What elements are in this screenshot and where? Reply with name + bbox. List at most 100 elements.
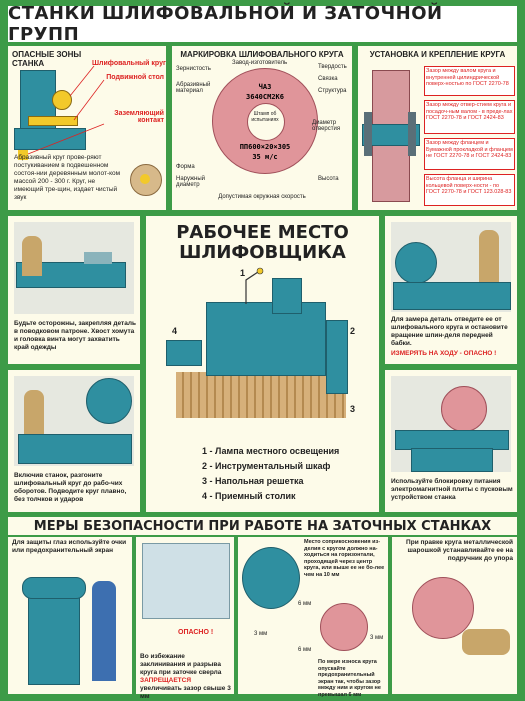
magnetic-plate bbox=[395, 430, 509, 450]
marker-3: 3 bbox=[350, 404, 356, 414]
note-1: Зазор между валом круга и внутренней цил… bbox=[426, 68, 509, 87]
lbl-hardness: Твердость bbox=[318, 64, 347, 70]
screen-text: По мере износа круга опускайте предохран… bbox=[318, 659, 381, 698]
panel-goggles: Для защиты глаз используйте очки или пре… bbox=[8, 537, 132, 694]
panel-danger-zones: ОПАСНЫЕ ЗОНЫ СТАНКА Шлифовальный круг По… bbox=[8, 46, 166, 210]
legend-item: 3 - Напольная решетка bbox=[202, 476, 304, 486]
surface-wheel bbox=[441, 386, 487, 432]
wheel-guard bbox=[86, 378, 132, 424]
tapping-text: Абразивный круг прове-ряют постукиванием… bbox=[14, 154, 121, 201]
panel-drill: ОПАСНО ! Во избежание заклинивания и раз… bbox=[136, 537, 234, 700]
lbl-speed: Допустимая окружная скорость bbox=[218, 194, 306, 200]
start-text: Включив станок, разгоните шлифовальный к… bbox=[14, 472, 127, 503]
note-box-3: Зазор между фланцем и Бумажной прокладко… bbox=[424, 138, 515, 170]
wheel-mark-spec: 3640СМ2К6 bbox=[246, 93, 284, 101]
lbl-height: Высота bbox=[318, 176, 339, 182]
note-box-4: Высота фланца и ширина кольцевой поверх-… bbox=[424, 174, 515, 206]
lbl-bore-diameter: Диаметр отверстия bbox=[312, 120, 341, 132]
hand-with-dresser bbox=[462, 629, 510, 655]
panel-measure: Для замера деталь отведите ее от шлифова… bbox=[385, 216, 517, 364]
workpiece bbox=[84, 252, 112, 264]
lbl-manufacturer: Завод-изготовитель bbox=[232, 60, 288, 66]
lbl-bond: Связка bbox=[318, 76, 338, 82]
wheel-head bbox=[272, 278, 302, 314]
note-3: Зазор между фланцем и Бумажной прокладко… bbox=[426, 140, 513, 159]
panel-workplace: РАБОЧЕЕ МЕСТО ШЛИФОВЩИКА 1 2 3 4 1 - Лам… bbox=[146, 216, 379, 512]
sharpen-wheel bbox=[242, 547, 300, 609]
block-scene bbox=[391, 376, 511, 472]
flange-right bbox=[408, 112, 416, 156]
wheel-hazard-icon bbox=[52, 90, 72, 110]
floor-grating bbox=[176, 372, 346, 418]
wheel-mark-maker: ЧАЗ bbox=[258, 83, 272, 91]
gap-label-4: 6 мм bbox=[298, 647, 312, 653]
sharpening-heading: МЕРЫ БЕЗОПАСНОСТИ ПРИ РАБОТЕ НА ЗАТОЧНЫХ… bbox=[8, 517, 517, 535]
gap-label-3: 3 мм bbox=[370, 635, 384, 641]
operator-figure bbox=[24, 390, 44, 434]
poster-title: СТАНКИ ШЛИФОВАЛЬНОЙ И ЗАТОЧНОЙ ГРУПП bbox=[8, 3, 517, 45]
note-4: Высота фланца и ширина кольцевой поверх-… bbox=[426, 176, 512, 195]
panel-block: Используйте блокировку питания электрома… bbox=[385, 370, 517, 512]
cylindrical-grinder bbox=[393, 282, 511, 310]
measuring-worker bbox=[479, 230, 499, 282]
receiving-table bbox=[166, 340, 202, 366]
surface-grinder bbox=[206, 302, 326, 376]
operator-standing bbox=[92, 581, 116, 681]
grinder-wheel-guard bbox=[395, 242, 437, 284]
panel-dressing: При правке круга металлической шарошкой … bbox=[392, 537, 517, 694]
panel-contact: Место соприкосновения из-делия с кругом … bbox=[238, 537, 388, 698]
wheel-stamp: Штамп об испытаниях bbox=[251, 111, 279, 123]
hammer-icon bbox=[140, 174, 150, 184]
lbl-structure: Структура bbox=[318, 88, 347, 94]
bench-grinder-head bbox=[22, 577, 86, 599]
panel-mounting: УСТАНОВКА И КРЕПЛЕНИЕ КРУГА Зазор между … bbox=[358, 46, 517, 210]
label-wheel: Шлифовальный круг bbox=[92, 60, 166, 67]
spindle-shaft bbox=[362, 124, 420, 146]
measure-scene bbox=[391, 222, 511, 312]
flange-left bbox=[364, 112, 372, 156]
contact-text: Место соприкосновения из-делия с кругом … bbox=[304, 539, 385, 578]
marker-4: 4 bbox=[172, 326, 178, 336]
panel-start: Включив станок, разгоните шлифовальный к… bbox=[8, 370, 140, 512]
wheel-gap-diagram bbox=[320, 603, 368, 651]
danger-zones-heading: ОПАСНЫЕ ЗОНЫ СТАНКА bbox=[12, 50, 82, 68]
drill-text: Во избежание заклинивания и разрыва круг… bbox=[140, 653, 231, 700]
lbl-grain: Зернистость bbox=[176, 66, 211, 72]
legend-item: 4 - Приемный столик bbox=[202, 491, 296, 501]
start-scene bbox=[14, 376, 134, 466]
label-table: Подвижной стол bbox=[106, 74, 164, 81]
workplace-title-1: РАБОЧЕЕ МЕСТО bbox=[176, 222, 349, 243]
measure-text: Для замера деталь отведите ее от шлифова… bbox=[391, 316, 508, 347]
worker-figure bbox=[22, 236, 42, 276]
dressing-text: При правке круга металлической шарошкой … bbox=[406, 539, 513, 562]
grinding-wheel: ЧАЗ 3640СМ2К6 Штамп об испытаниях ПП600×… bbox=[212, 68, 318, 174]
danger-pointer-lines bbox=[27, 65, 105, 155]
note-2: Зазор между отвер-стием круга и посадоч-… bbox=[426, 102, 513, 121]
marker-1: 1 bbox=[240, 268, 246, 278]
marking-heading: МАРКИРОВКА ШЛИФОВАЛЬНОГО КРУГА bbox=[180, 50, 344, 59]
dressing-wheel bbox=[412, 577, 474, 639]
gap-label-1: 6 мм bbox=[298, 601, 312, 607]
lbl-abrasive: Абразивный материал bbox=[176, 82, 211, 94]
wheel-bore bbox=[247, 103, 285, 141]
lbl-form: Форма bbox=[176, 164, 195, 170]
mounting-heading: УСТАНОВКА И КРЕПЛЕНИЕ КРУГА bbox=[369, 50, 506, 59]
grinder-body bbox=[411, 448, 493, 472]
label-ground: Заземляющий контакт bbox=[114, 110, 164, 124]
legend-item: 2 - Инструментальный шкаф bbox=[202, 461, 331, 471]
goggles-text: Для защиты глаз используйте очки или пре… bbox=[12, 539, 127, 554]
table-hazard-icon bbox=[28, 116, 78, 126]
workplace-title-2: ШЛИФОВЩИКА bbox=[179, 242, 346, 263]
grinder-table bbox=[18, 434, 132, 464]
bench-grinder-stand bbox=[28, 593, 80, 685]
gap-label-2: 3 мм bbox=[254, 631, 268, 637]
measure-warning: ИЗМЕРЯТЬ НА ХОДУ - ОПАСНО ! bbox=[391, 350, 497, 357]
marker-2: 2 bbox=[350, 326, 356, 336]
grinder-base bbox=[14, 128, 86, 150]
panel-wheel-marking: МАРКИРОВКА ШЛИФОВАЛЬНОГО КРУГА ЧАЗ 3640С… bbox=[172, 46, 352, 210]
panel-careful: Будьте осторожны, закрепляя деталь в пов… bbox=[8, 216, 140, 364]
careful-text: Будьте осторожны, закрепляя деталь в пов… bbox=[14, 320, 136, 351]
ground-hazard-icon bbox=[18, 150, 28, 160]
wheel-mark-speed: 35 м/с bbox=[252, 153, 278, 161]
